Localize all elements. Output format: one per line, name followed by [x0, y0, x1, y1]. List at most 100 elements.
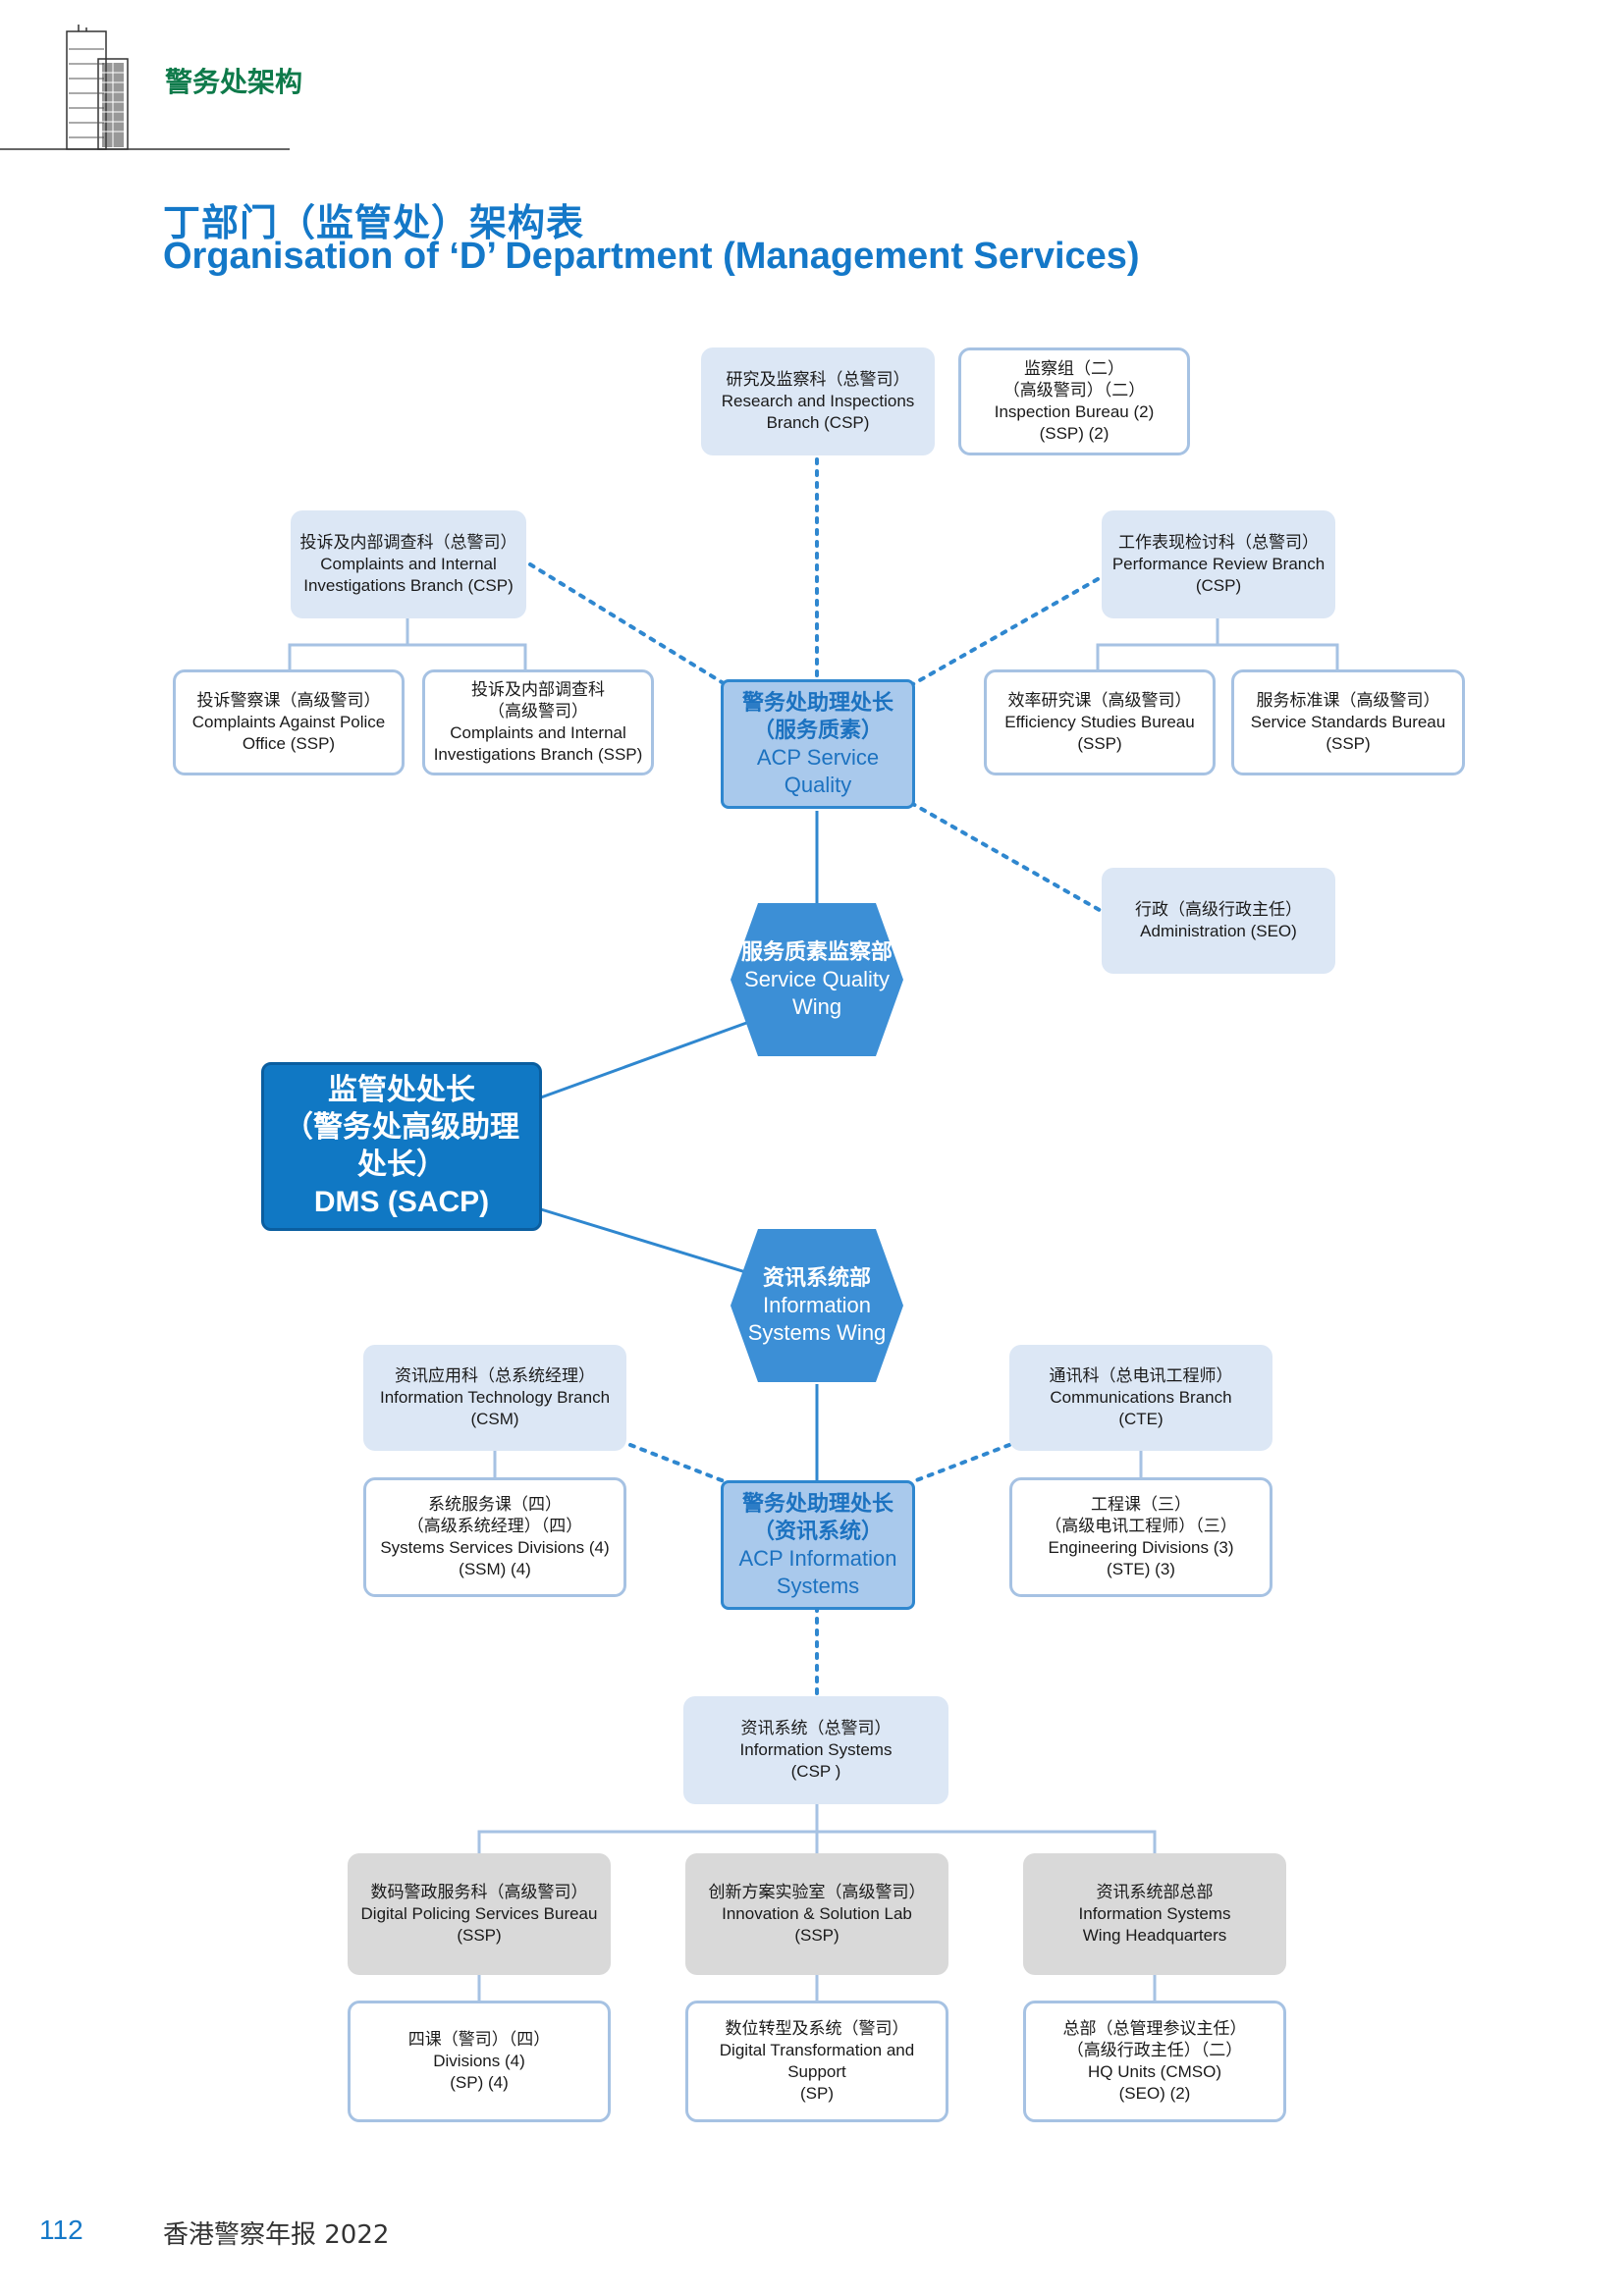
efficiency-l2: Efficiency Studies Bureau (SSP) — [1004, 713, 1195, 753]
ssd-l3: Systems Services Divisions (4) — [380, 1538, 610, 1557]
footer-publication-title: 香港警察年报 2022 — [163, 2220, 390, 2250]
eng-l1: 工程课（三） — [1091, 1495, 1191, 1514]
performance-l1: 工作表现检讨科（总警司） — [1118, 533, 1319, 552]
comms-l2: Communications Branch — [1050, 1388, 1232, 1407]
communications-branch: 通讯科（总电讯工程师） Communications Branch (CTE) — [1009, 1345, 1272, 1451]
systems-services-divisions: 系统服务课（四） （高级系统经理）（四） Systems Services Di… — [363, 1477, 626, 1597]
ssd-l2: （高级系统经理）（四） — [406, 1517, 583, 1535]
itb-l3: (CSM) — [470, 1410, 519, 1428]
div4-l3: (SP) (4) — [450, 2073, 509, 2092]
efficiency-studies-bureau: 效率研究课（高级警司） Efficiency Studies Bureau (S… — [984, 669, 1216, 775]
wing-service-quality: 服务质素监察部 Service Quality Wing — [731, 903, 903, 1056]
acp-is-cn2: （资讯系统） — [752, 1519, 883, 1543]
hq-l1: 总部（总管理参议主任） — [1062, 2019, 1247, 2038]
building-sketch-logo — [0, 25, 290, 150]
performance-l2: Performance Review Branch — [1111, 555, 1326, 573]
acp-quality-cn1: 警务处助理处长 — [741, 690, 893, 715]
administration: 行政（高级行政主任） Administration (SEO) — [1102, 868, 1335, 974]
ssd-l1: 系统服务课（四） — [428, 1495, 562, 1514]
inspection-l1: 监察组（二） — [1024, 359, 1124, 378]
itb-l1: 资讯应用科（总系统经理） — [395, 1366, 595, 1385]
acp-service-quality-box: 警务处助理处长 （服务质素） ACP Service Quality — [721, 679, 915, 809]
cib-l1: 投诉及内部调查科（总警司） — [299, 533, 517, 552]
section-label: 警务处架构 — [165, 67, 303, 97]
acp-is-en2: Systems — [776, 1574, 860, 1598]
acp-is-en1: ACP Information — [738, 1546, 897, 1571]
wing-quality-hexagon — [731, 903, 903, 1056]
wing-quality-cn: 服务质素监察部 — [740, 939, 893, 964]
divisions-4: 四课（警司）（四） Divisions (4) (SP) (4) — [348, 2001, 611, 2122]
hq-l2: （高级行政主任）（二） — [1066, 2041, 1243, 2059]
innovation-solution-lab: 创新方案实验室（高级警司） Innovation & Solution Lab … — [685, 1853, 948, 1975]
dps-l2: Digital Policing Services Bureau — [360, 1904, 598, 1923]
inspection-bureau: 监察组（二） （高级警司）（二） Inspection Bureau (2) (… — [958, 347, 1190, 455]
isl-l1: 创新方案实验室（高级警司） — [708, 1883, 926, 1901]
ciib-l2: （高级警司） — [488, 702, 588, 721]
comms-l1: 通讯科（总电讯工程师） — [1049, 1366, 1233, 1385]
page-number: 112 — [39, 2215, 83, 2245]
acp-quality-en1: ACP Service — [756, 745, 880, 770]
information-systems-wing-headquarters: 资讯系统部总部 Information Systems Wing Headqua… — [1023, 1853, 1286, 1975]
cib-l3: Investigations Branch (CSP) — [303, 576, 514, 595]
digital-policing-services-bureau: 数码警政服务科（高级警司） Digital Policing Services … — [348, 1853, 611, 1975]
dts-l3: (SP) — [800, 2084, 834, 2103]
dps-l1: 数码警政服务科（高级警司） — [370, 1883, 588, 1901]
capo-l2: Complaints Against Police — [191, 713, 386, 731]
information-technology-branch: 资讯应用科（总系统经理） Information Technology Bran… — [363, 1345, 626, 1451]
complaints-investigations-bureau: 投诉及内部调查科 （高级警司） Complaints and Internal … — [422, 669, 654, 775]
research-inspections-branch: 研究及监察科（总警司） Research and Inspections Bra… — [701, 347, 935, 455]
standards-l2: Service Standards Bureau (SSP) — [1250, 713, 1446, 753]
hq-units: 总部（总管理参议主任） （高级行政主任）（二） HQ Units (CMSO) … — [1023, 2001, 1286, 2122]
inspection-l3: Inspection Bureau (2) — [994, 402, 1155, 421]
service-standards-bureau: 服务标准课（高级警司） Service Standards Bureau (SS… — [1231, 669, 1465, 775]
isl-l3: (SSP) — [794, 1926, 839, 1945]
performance-l3: (CSP) — [1195, 576, 1242, 595]
div4-l1: 四课（警司）（四） — [407, 2030, 551, 2049]
ciib-l4: Investigations Branch (SSP) — [433, 745, 643, 764]
admin-l1: 行政（高级行政主任） — [1135, 900, 1302, 919]
itb-l2: Information Technology Branch — [379, 1388, 611, 1407]
iscsp-l1: 资讯系统（总警司） — [740, 1719, 892, 1737]
acp-is-cn1: 警务处助理处长 — [741, 1491, 893, 1516]
inspection-l4: (SSP) (2) — [1039, 424, 1110, 443]
cib-l2: Complaints and Internal — [320, 555, 497, 573]
wing-is-cn: 资讯系统部 — [762, 1265, 871, 1290]
iswhq-l3: Wing Headquarters — [1082, 1926, 1227, 1945]
page-title-en: Organisation of ‘D’ Department (Manageme… — [163, 236, 1140, 277]
ciib-l1: 投诉及内部调查科 — [471, 680, 605, 699]
capo-l3: Office (SSP) — [242, 734, 336, 753]
iswhq-l1: 资讯系统部总部 — [1096, 1883, 1214, 1901]
div4-l2: Divisions (4) — [433, 2052, 525, 2070]
acp-quality-cn2: （服务质素） — [752, 718, 883, 742]
isl-l2: Innovation & Solution Lab — [722, 1904, 912, 1923]
wing-quality-en1: Service Quality — [744, 967, 890, 991]
eng-l2: （高级电讯工程师）（三） — [1045, 1517, 1237, 1535]
complaints-investigations-branch: 投诉及内部调查科（总警司） Complaints and Internal In… — [291, 510, 526, 618]
ciib-l3: Complaints and Internal — [450, 723, 626, 742]
engineering-divisions: 工程课（三） （高级电讯工程师）（三） Engineering Division… — [1009, 1477, 1272, 1597]
dts-l2: Digital Transformation and Support — [719, 2041, 915, 2081]
dts-l1: 数位转型及系统（警司） — [725, 2019, 909, 2038]
iscsp-l2: Information Systems — [739, 1740, 893, 1759]
dms-sacp-box: 监管处处长 （警务处高级助理处长） DMS (SACP) — [261, 1062, 542, 1231]
hq-l4: (SEO) (2) — [1118, 2084, 1191, 2103]
comms-l3: (CTE) — [1118, 1410, 1164, 1428]
information-systems-csp: 资讯系统（总警司） Information Systems (CSP ) — [683, 1696, 948, 1804]
dps-l3: (SSP) — [457, 1926, 502, 1945]
research-l3: Branch (CSP) — [766, 413, 870, 432]
eng-l4: (STE) (3) — [1107, 1560, 1175, 1578]
capo-l1: 投诉警察课（高级警司） — [196, 691, 381, 710]
wing-is-en1: Information — [762, 1293, 872, 1317]
page-title-cn: 丁部门（监管处）架构表 — [163, 203, 585, 244]
efficiency-l1: 效率研究课（高级警司） — [1007, 691, 1192, 710]
wing-is-en2: Systems Wing — [747, 1320, 887, 1345]
acp-quality-en2: Quality — [784, 773, 852, 797]
admin-l2: Administration (SEO) — [1140, 922, 1297, 940]
iscsp-l3: (CSP ) — [790, 1762, 841, 1781]
complaints-against-police-office: 投诉警察课（高级警司） Complaints Against Police Of… — [173, 669, 405, 775]
acp-information-systems-box: 警务处助理处长 （资讯系统） ACP Information Systems — [721, 1480, 915, 1610]
eng-l3: Engineering Divisions (3) — [1048, 1538, 1234, 1557]
performance-review-branch: 工作表现检讨科（总警司） Performance Review Branch (… — [1102, 510, 1335, 618]
dms-cn2: （警务处高级助理处长） — [284, 1111, 519, 1181]
